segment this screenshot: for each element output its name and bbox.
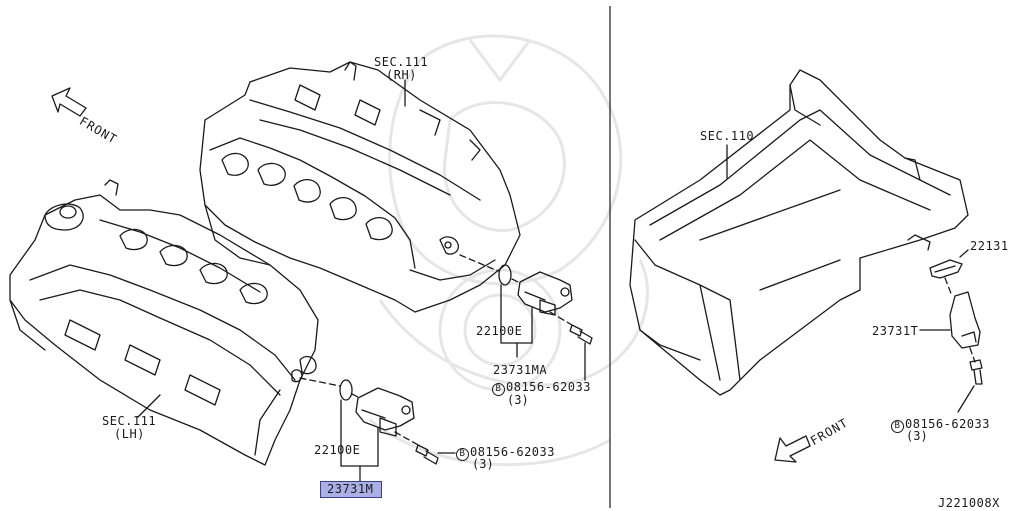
sec-110[interactable]: SEC.110: [700, 129, 755, 143]
sec-rh-code[interactable]: SEC.111: [374, 55, 429, 69]
bolt-lh: [415, 444, 439, 465]
front-arrow-icon-left: [51, 87, 87, 117]
oring-lh: [339, 379, 353, 401]
bolt-marker-icon: B: [492, 383, 505, 396]
bolt-part-number: 08156-62033: [506, 380, 591, 394]
sec-lh-side: (LH): [114, 427, 145, 441]
part-23731M-highlighted[interactable]: 23731M: [320, 481, 383, 498]
part-23731T[interactable]: 23731T: [872, 324, 919, 338]
part-23731MA[interactable]: 23731MA: [493, 363, 548, 377]
cylinder-head-lh: [9, 179, 319, 466]
sec-rh-side: (RH): [386, 68, 417, 82]
diagram-id: J221008X: [938, 496, 1000, 510]
qty-right: (3): [906, 429, 928, 443]
qty-lh: (3): [472, 457, 494, 471]
cylinder-head-rh: [199, 61, 521, 313]
part-22100E-rh[interactable]: 22100E: [476, 324, 523, 338]
bolt-part-number: 08156-62033: [905, 417, 990, 431]
bolt-right: [969, 359, 983, 385]
qty-rh: (3): [507, 393, 529, 407]
bolt-marker-icon: B: [891, 420, 904, 433]
part-22131[interactable]: 22131: [970, 239, 1009, 253]
bolt-marker-icon: B: [456, 448, 469, 461]
bolt-rh: [569, 324, 593, 345]
bolt-part-number: 08156-62033: [470, 445, 555, 459]
crank-sensor: [949, 291, 981, 349]
oring-rh: [498, 264, 512, 286]
sec-lh-code[interactable]: SEC.111: [102, 414, 157, 428]
clip: [929, 259, 963, 279]
oil-pan: [629, 69, 969, 396]
cam-sensor-lh: [355, 387, 415, 437]
part-22100E-lh[interactable]: 22100E: [314, 443, 361, 457]
watermark-emblem: [369, 34, 649, 467]
front-arrow-icon-right: [774, 435, 811, 463]
